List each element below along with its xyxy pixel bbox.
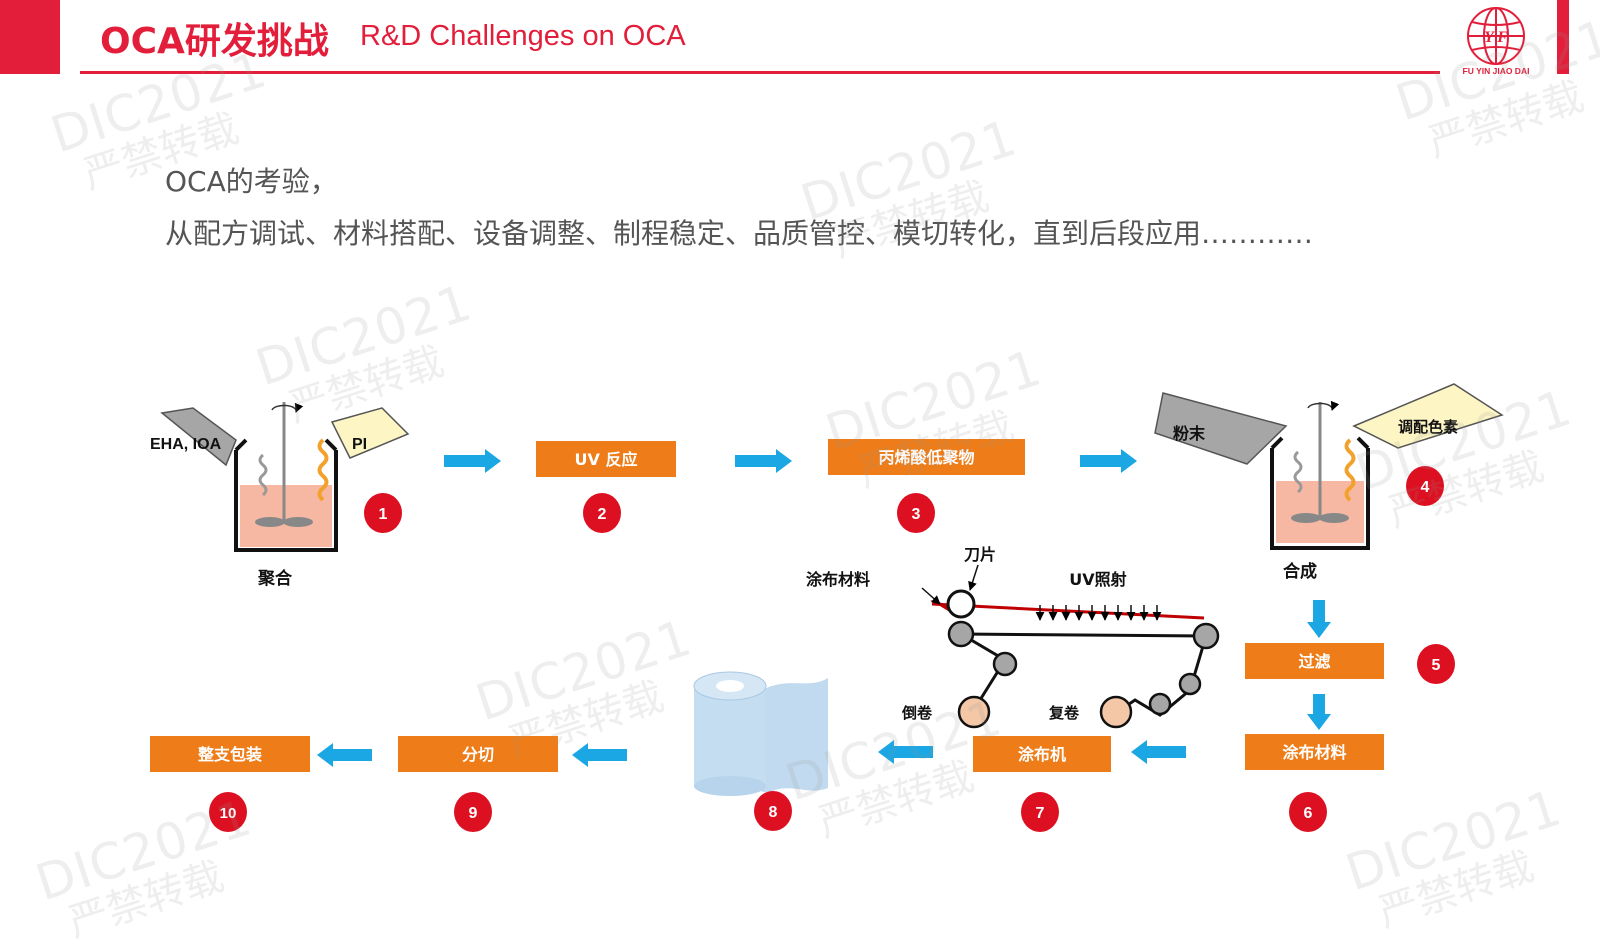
process-step-boxes: UV 反应丙烯酸低聚物过滤涂布材料涂布机分切整支包装: [150, 439, 1384, 772]
flow-arrow-5: [1307, 694, 1331, 730]
page-subtitle: R&D Challenges on OCA: [360, 20, 686, 52]
film-roll-icon: [693, 671, 828, 796]
unwind-label: 倒卷: [901, 704, 933, 722]
vessel-body: [234, 450, 338, 552]
header-right-block: [1557, 0, 1569, 74]
coating-machine-illustration: [921, 564, 1220, 729]
step-box-label: UV 反应: [575, 450, 638, 469]
material-pigment-label: 调配色素: [1398, 418, 1458, 436]
material-eha-label: EHA, IOA: [150, 436, 222, 453]
rewind-label: 复卷: [1048, 704, 1080, 722]
flow-arrow-4: [1307, 600, 1331, 638]
step-badge-label: 5: [1432, 657, 1441, 674]
uv-irradiation-label: UV照射: [1069, 570, 1126, 589]
uv-arrows-icon: [1035, 605, 1162, 621]
globe-icon: [1467, 7, 1525, 65]
polymerization-vessel-icon: [160, 402, 410, 552]
step-badge-4: 4: [1406, 466, 1444, 506]
vessel-body: [1270, 448, 1370, 550]
step-badge-3: 3: [897, 493, 935, 533]
step-badge-label: 9: [469, 805, 478, 822]
synthesize-label: 合成: [1283, 561, 1317, 582]
roller-icon: [1148, 692, 1172, 716]
flow-arrow-9: [317, 743, 372, 767]
step-badge-label: 7: [1036, 805, 1045, 822]
step-box-label: 丙烯酸低聚物: [878, 448, 974, 467]
logo-mark: Y F: [1484, 29, 1508, 46]
header-rule: [80, 71, 1440, 74]
step-box-acrylic-oligomer: 丙烯酸低聚物: [828, 439, 1025, 475]
roller-icon: [947, 620, 975, 648]
roller-icon: [1192, 622, 1220, 650]
pi-sack-icon: [330, 407, 410, 459]
step-badge-label: 2: [598, 506, 607, 523]
step-badge-label: 1: [379, 506, 388, 523]
step-box-packaging: 整支包装: [150, 736, 310, 772]
step-badge-2: 2: [583, 493, 621, 533]
flow-arrow-7: [878, 740, 933, 764]
roller-icon: [992, 651, 1018, 677]
roller-icon: [1178, 672, 1202, 696]
blade-roller-icon: [946, 589, 976, 619]
step-box-label: 涂布机: [1018, 745, 1066, 764]
step-box-coating-material: 涂布材料: [1245, 734, 1384, 770]
step-box-filter: 过滤: [1245, 643, 1384, 679]
synthesis-vessel-icon: [1154, 383, 1504, 550]
process-flow-arrows: [317, 449, 1331, 767]
vessel-liquid: [240, 485, 332, 547]
step-box-coater: 涂布机: [973, 736, 1111, 772]
step-badge-label: 4: [1421, 479, 1430, 496]
intro-line-1: OCA的考验，: [165, 165, 338, 198]
flow-arrow-1: [444, 449, 501, 473]
company-logo: Y F FU YIN JIAO DAI: [1463, 7, 1530, 76]
powder-sack-icon: [1154, 392, 1288, 465]
unwind-roll-icon: [957, 695, 991, 729]
flow-arrow-3: [1080, 449, 1137, 473]
step-badge-label: 10: [220, 805, 237, 822]
rotation-arrow-icon: [271, 402, 304, 413]
pigment-sack-icon: [1352, 383, 1504, 449]
blade-label: 刀片: [964, 545, 996, 564]
step-box-label: 涂布材料: [1282, 743, 1346, 762]
step-badge-label: 6: [1304, 805, 1313, 822]
step-badge-label: 8: [769, 804, 778, 821]
coating-material-label: 涂布材料: [806, 570, 870, 589]
flow-arrow-6: [1131, 740, 1186, 764]
step-badge-5: 5: [1417, 644, 1455, 684]
step-number-badges: 1 2 3 4 5 6 7 8 9 10: [209, 466, 1455, 832]
material-pi-label: PI: [352, 436, 367, 453]
flow-arrow-2: [735, 449, 792, 473]
step-box-label: 过滤: [1298, 652, 1330, 671]
step-badge-7: 7: [1021, 792, 1059, 832]
step-box-uv-reaction: UV 反应: [536, 441, 676, 477]
step-box-label: 整支包装: [197, 745, 262, 764]
step-box-slitting: 分切: [398, 736, 558, 772]
step-badge-label: 3: [912, 506, 921, 523]
intro-line-2: 从配方调试、材料搭配、设备调整、制程稳定、品质管控、模切转化，直到后段应用…………: [165, 217, 1314, 250]
oca-process-diagram: EHA, IOA PI 聚合 粉末 调配色素 合成: [150, 383, 1504, 832]
step-badge-10: 10: [209, 792, 247, 832]
polymerize-label: 聚合: [257, 568, 293, 589]
web-path: [960, 632, 1209, 719]
rotation-arrow-icon: [1307, 400, 1340, 411]
step-badge-8: 8: [754, 791, 792, 831]
page-title: OCA研发挑战: [100, 21, 329, 62]
header-left-block: [0, 0, 60, 74]
logo-text: FU YIN JIAO DAI: [1463, 66, 1530, 76]
flow-arrow-8: [572, 743, 627, 767]
step-badge-1: 1: [364, 493, 402, 533]
rewind-roll-icon: [1099, 695, 1133, 729]
material-powder-label: 粉末: [1173, 424, 1206, 443]
step-box-label: 分切: [462, 745, 494, 764]
step-badge-9: 9: [454, 792, 492, 832]
step-badge-6: 6: [1289, 792, 1327, 832]
eha-ioa-sack-icon: [160, 407, 237, 467]
